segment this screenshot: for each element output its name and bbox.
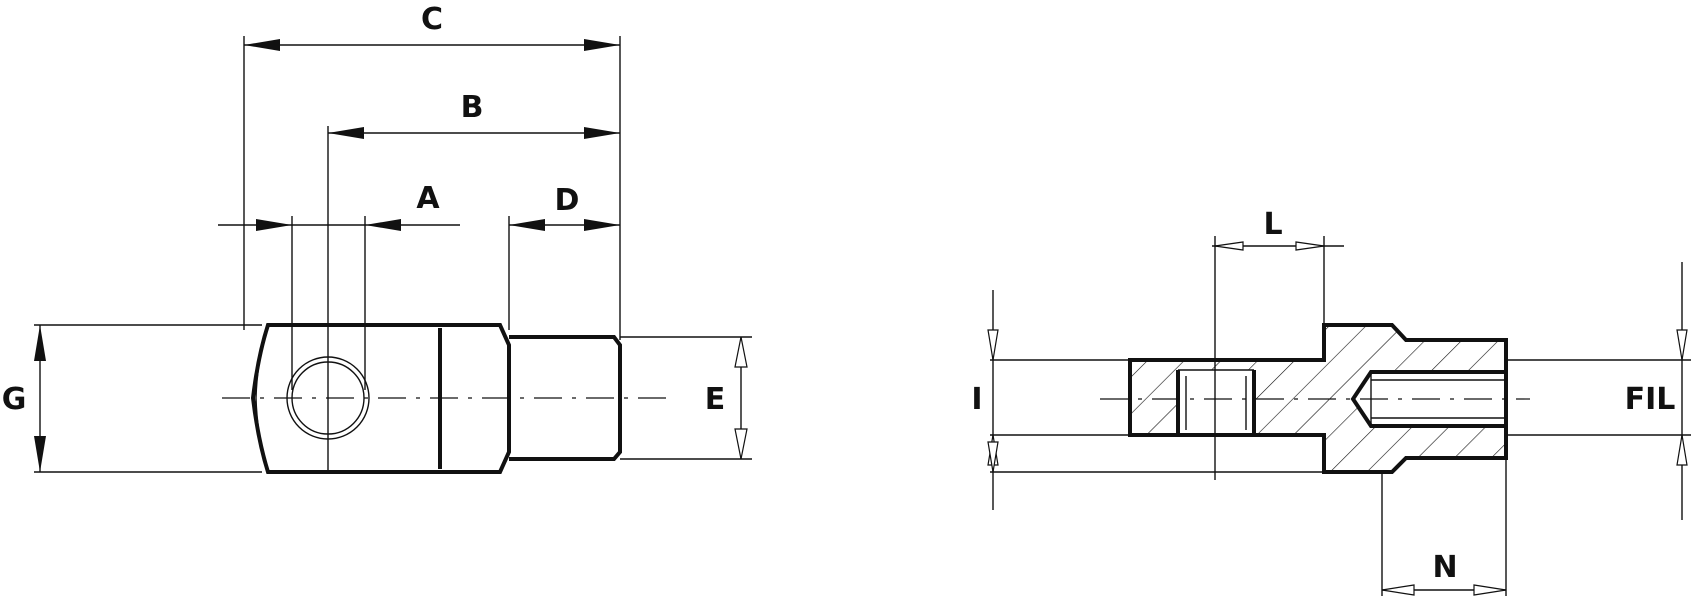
label-d: D — [555, 183, 580, 218]
arrowhead-e-bottom — [734, 428, 748, 460]
arrowhead-c-left — [244, 39, 280, 51]
label-i: I — [971, 382, 982, 417]
arrowhead-g-top — [34, 325, 46, 361]
label-b: B — [461, 90, 484, 125]
arrowhead-l-right — [1295, 241, 1325, 251]
clevis-chamfer-line — [255, 329, 267, 467]
arrowhead-n-left — [1381, 584, 1415, 596]
arrowhead-e-top — [734, 336, 748, 368]
arrowhead-fil-bottom — [1676, 434, 1688, 466]
arrowhead-fil-top — [1676, 329, 1688, 361]
arrowhead-a-right — [365, 219, 401, 231]
arrowhead-b-left — [328, 127, 364, 139]
label-e: E — [705, 382, 726, 417]
arrowhead-l-left — [1214, 241, 1244, 251]
arrowhead-a-left — [256, 219, 292, 231]
arrowhead-n-right — [1473, 584, 1507, 596]
right-bore-outline — [1350, 370, 1506, 428]
label-a: A — [416, 181, 440, 216]
arrowhead-body-bottom — [987, 441, 999, 473]
coupler-section-view — [987, 236, 1691, 596]
clevis-shank-outline — [509, 335, 622, 461]
arrowhead-b-right — [584, 127, 620, 139]
label-fil: FIL — [1625, 382, 1676, 417]
arrowhead-i-top — [987, 329, 999, 361]
label-n: N — [1432, 550, 1457, 585]
label-l: L — [1263, 207, 1282, 242]
arrowhead-c-right — [584, 39, 620, 51]
left-bore-fill — [1178, 370, 1254, 435]
label-g: G — [2, 382, 27, 417]
arrowhead-d-left — [509, 219, 545, 231]
arrowhead-d-right — [584, 219, 620, 231]
clevis-side-view — [34, 36, 752, 474]
label-c: C — [421, 2, 443, 37]
arrowhead-g-bottom — [34, 436, 46, 472]
